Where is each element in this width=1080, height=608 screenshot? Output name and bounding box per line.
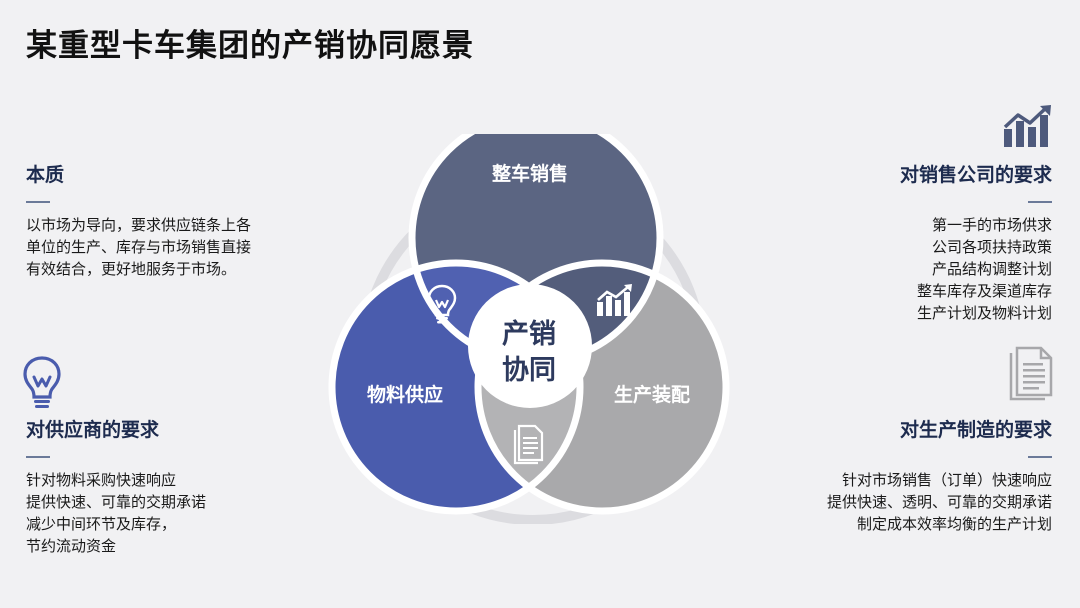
sales-line: 生产计划及物料计划 (916, 304, 1052, 322)
supplier-block: 对供应商的要求 针对物料采购快速响应 提供快速、可靠的交期承诺 减少中间环节及库… (26, 418, 206, 557)
sales-line: 整车库存及渠道库存 (916, 282, 1052, 300)
essence-line: 以市场为导向，要求供应链条上各 (26, 216, 252, 234)
divider (1028, 456, 1052, 458)
supplier-line: 减少中间环节及库存， (26, 515, 177, 533)
divider (26, 201, 50, 203)
assembly-label: 生产装配 (614, 383, 690, 406)
essence-block: 本质 以市场为导向，要求供应链条上各 单位的生产、库存与市场销售直接 有效结合，… (26, 163, 251, 280)
divider (26, 456, 50, 458)
page-title: 某重型卡车集团的产销协同愿景 (26, 28, 474, 64)
rising-chart-icon (1002, 103, 1054, 153)
center-label-line1: 产销 (502, 319, 556, 350)
sales-line: 第一手的市场供求 (931, 216, 1052, 234)
lightbulb-icon (22, 355, 62, 415)
supplier-line: 节约流动资金 (26, 537, 117, 555)
sales-block: 对销售公司的要求 第一手的市场供求 公司各项扶持政策 产品结构调整计划 整车库存… (900, 163, 1052, 324)
production-line: 针对市场销售（订单）快速响应 (841, 471, 1052, 489)
rising-chart-icon (597, 284, 632, 316)
production-block: 对生产制造的要求 针对市场销售（订单）快速响应 提供快速、透明、可靠的交期承诺 … (827, 418, 1052, 535)
essence-line: 单位的生产、库存与市场销售直接 (26, 238, 252, 256)
lightbulb-icon (427, 284, 457, 324)
center-circle (468, 284, 592, 408)
essence-line: 有效结合，更好地服务于市场。 (26, 260, 237, 278)
production-heading: 对生产制造的要求 (899, 419, 1052, 441)
sales-line: 公司各项扶持政策 (931, 238, 1052, 256)
supply-label: 物料供应 (367, 383, 443, 406)
essence-heading: 本质 (26, 164, 65, 186)
production-line: 提供快速、透明、可靠的交期承诺 (826, 493, 1052, 511)
sales-heading: 对销售公司的要求 (899, 164, 1052, 186)
center-label-line2: 协同 (502, 355, 556, 386)
document-icon (513, 424, 544, 465)
supplier-line: 针对物料采购快速响应 (26, 471, 177, 489)
sales-line: 产品结构调整计划 (931, 260, 1052, 278)
supplier-heading: 对供应商的要求 (26, 419, 160, 441)
divider (1028, 201, 1052, 203)
venn-diagram: 整车销售 物料供应 生产装配 产销 协同 (328, 134, 730, 524)
document-icon (1007, 345, 1055, 405)
supplier-line: 提供快速、可靠的交期承诺 (26, 493, 207, 511)
sales-label: 整车销售 (492, 162, 568, 185)
production-line: 制定成本效率均衡的生产计划 (856, 515, 1052, 533)
